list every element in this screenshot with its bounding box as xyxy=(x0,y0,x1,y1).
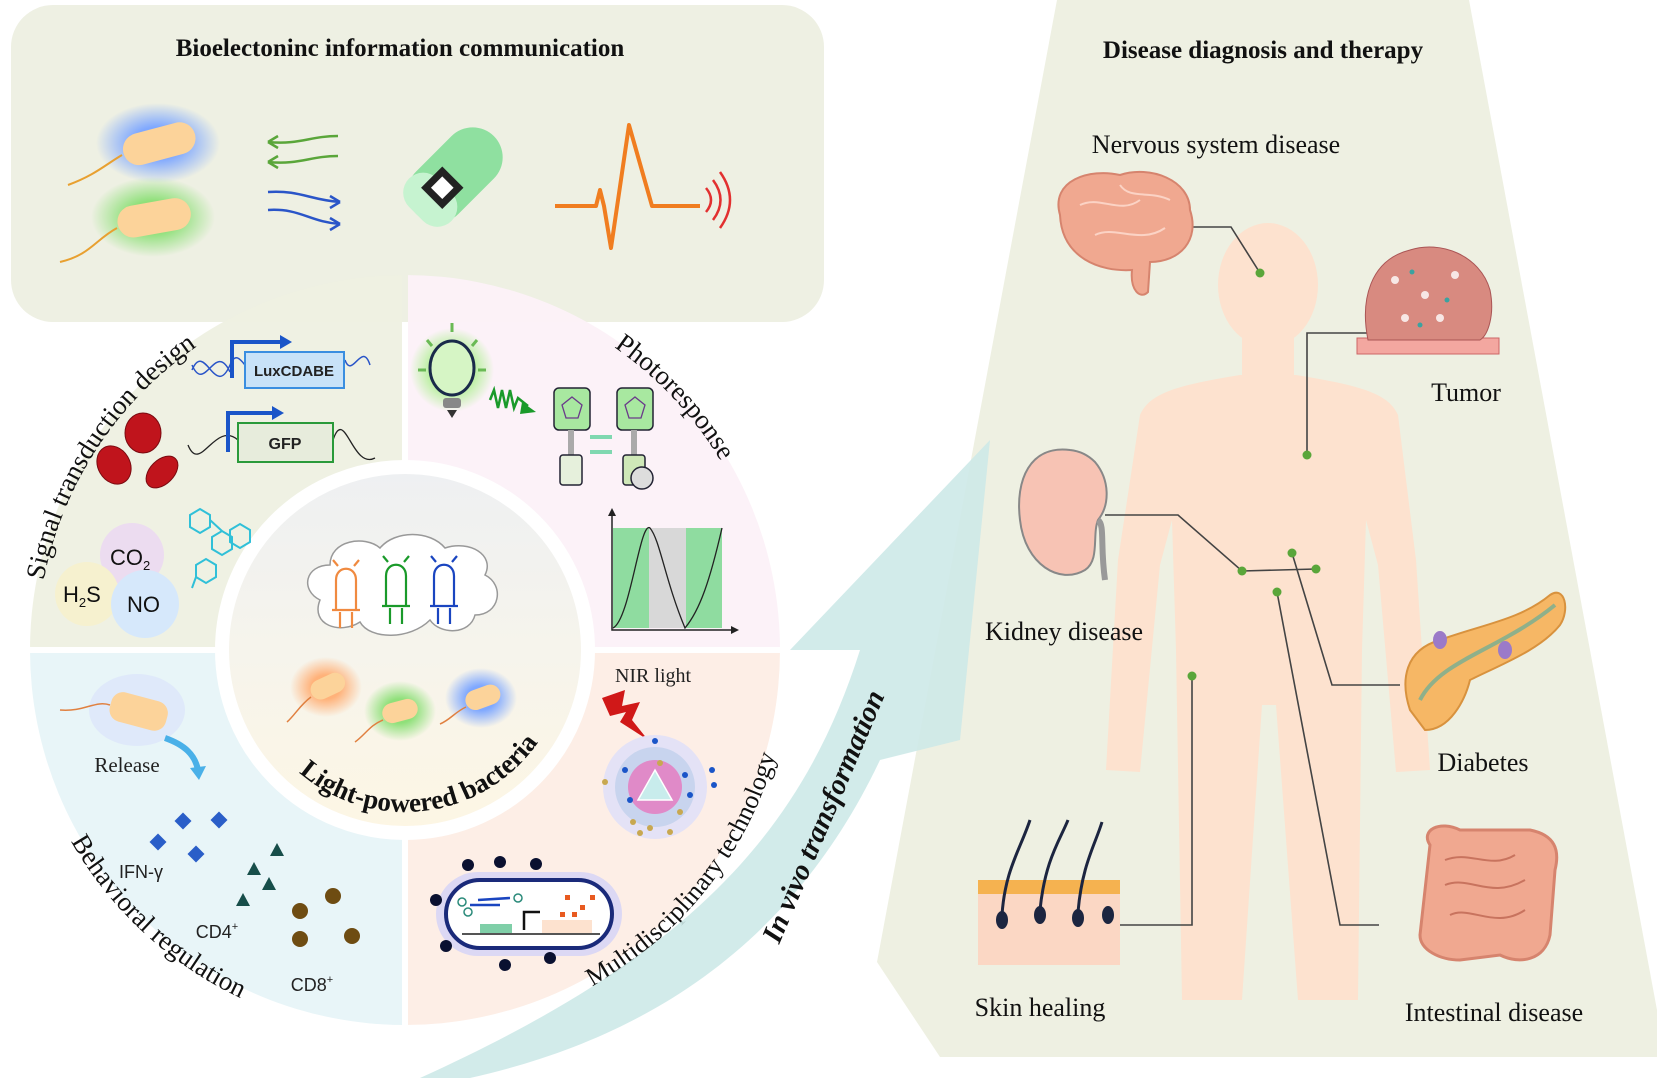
ifn-gamma-label: IFN-γ xyxy=(119,862,163,882)
luxcdabe-gene-icon: LuxCDABE xyxy=(191,335,371,389)
label-skin-healing: Skin healing xyxy=(975,993,1106,1022)
cd8-label: CD8+ xyxy=(291,974,333,995)
gfp-gene-icon: GFP xyxy=(187,406,376,463)
engineered-bacterium-cell-icon xyxy=(430,856,622,971)
kidney-icon xyxy=(1018,448,1108,581)
label-nervous-system-disease: Nervous system disease xyxy=(1092,130,1340,159)
light-wave-arrow-icon xyxy=(488,385,536,414)
absorption-spectrum-chart-icon xyxy=(608,508,739,634)
intestine-icon xyxy=(1418,824,1559,962)
pancreas-icon xyxy=(1404,591,1567,732)
inner-circle xyxy=(215,460,595,840)
led-cloud-icon xyxy=(306,533,499,636)
bacterium-blue-icon xyxy=(67,103,220,186)
h2s-label: H2S xyxy=(63,582,101,610)
bioelectronic-panel-title: Bioelectoninc information communication xyxy=(176,35,625,62)
skin-icon xyxy=(978,819,1120,965)
disease-panel-title: Disease diagnosis and therapy xyxy=(1103,37,1424,64)
bioelectronic-panel: Bioelectoninc information communication xyxy=(11,5,824,322)
bioelectronic-panel-background xyxy=(11,5,824,322)
brain-icon xyxy=(1057,170,1194,296)
co2-label: CO2 xyxy=(110,545,150,573)
photoreceptor-protein-icon xyxy=(553,387,654,490)
disease-panel: Disease diagnosis and therapy xyxy=(877,0,1657,1057)
arrow-shape xyxy=(420,440,990,1078)
gfp-label: GFP xyxy=(269,436,302,453)
electronic-capsule-icon xyxy=(403,127,503,227)
release-label: Release xyxy=(94,753,159,777)
label-intestinal-disease: Intestinal disease xyxy=(1405,998,1583,1027)
label-tumor: Tumor xyxy=(1431,378,1501,407)
signal-arrows-icon xyxy=(267,134,341,232)
no-label: NO xyxy=(127,592,160,617)
cd8-dots-icon xyxy=(292,888,360,947)
bacterium-green-icon xyxy=(59,177,215,263)
lightning-icon xyxy=(602,690,648,740)
connector-lines xyxy=(1105,226,1400,926)
luxcdabe-label: LuxCDABE xyxy=(254,363,334,380)
human-body-silhouette xyxy=(1106,223,1430,1000)
tumor-tissue-icon xyxy=(1356,246,1500,355)
gas-molecules-icon: CO2 H2S NO xyxy=(55,523,179,638)
cd4-triangles-icon xyxy=(236,843,284,906)
label-kidney-disease: Kidney disease xyxy=(985,617,1143,646)
red-blood-cells-icon xyxy=(96,412,179,489)
light-powered-bacteria-icons xyxy=(286,657,517,743)
releasing-bacterium-icon xyxy=(59,674,206,780)
ecg-signal-icon xyxy=(555,123,732,250)
label-diabetes: Diabetes xyxy=(1438,748,1529,777)
in-vivo-transformation-label: In vivo transformation xyxy=(756,686,892,949)
cd4-label: CD4+ xyxy=(196,921,238,942)
nanoparticle-icon xyxy=(602,735,717,839)
technology-wheel: Signal transduction design Photoresponse… xyxy=(20,275,781,1025)
nir-light-label: NIR light xyxy=(615,665,692,687)
light-bulb-icon xyxy=(410,323,494,418)
molecule-structure-icon xyxy=(189,507,251,589)
ifn-gamma-diamonds-icon xyxy=(149,811,228,863)
organ-markers xyxy=(1187,268,1321,681)
